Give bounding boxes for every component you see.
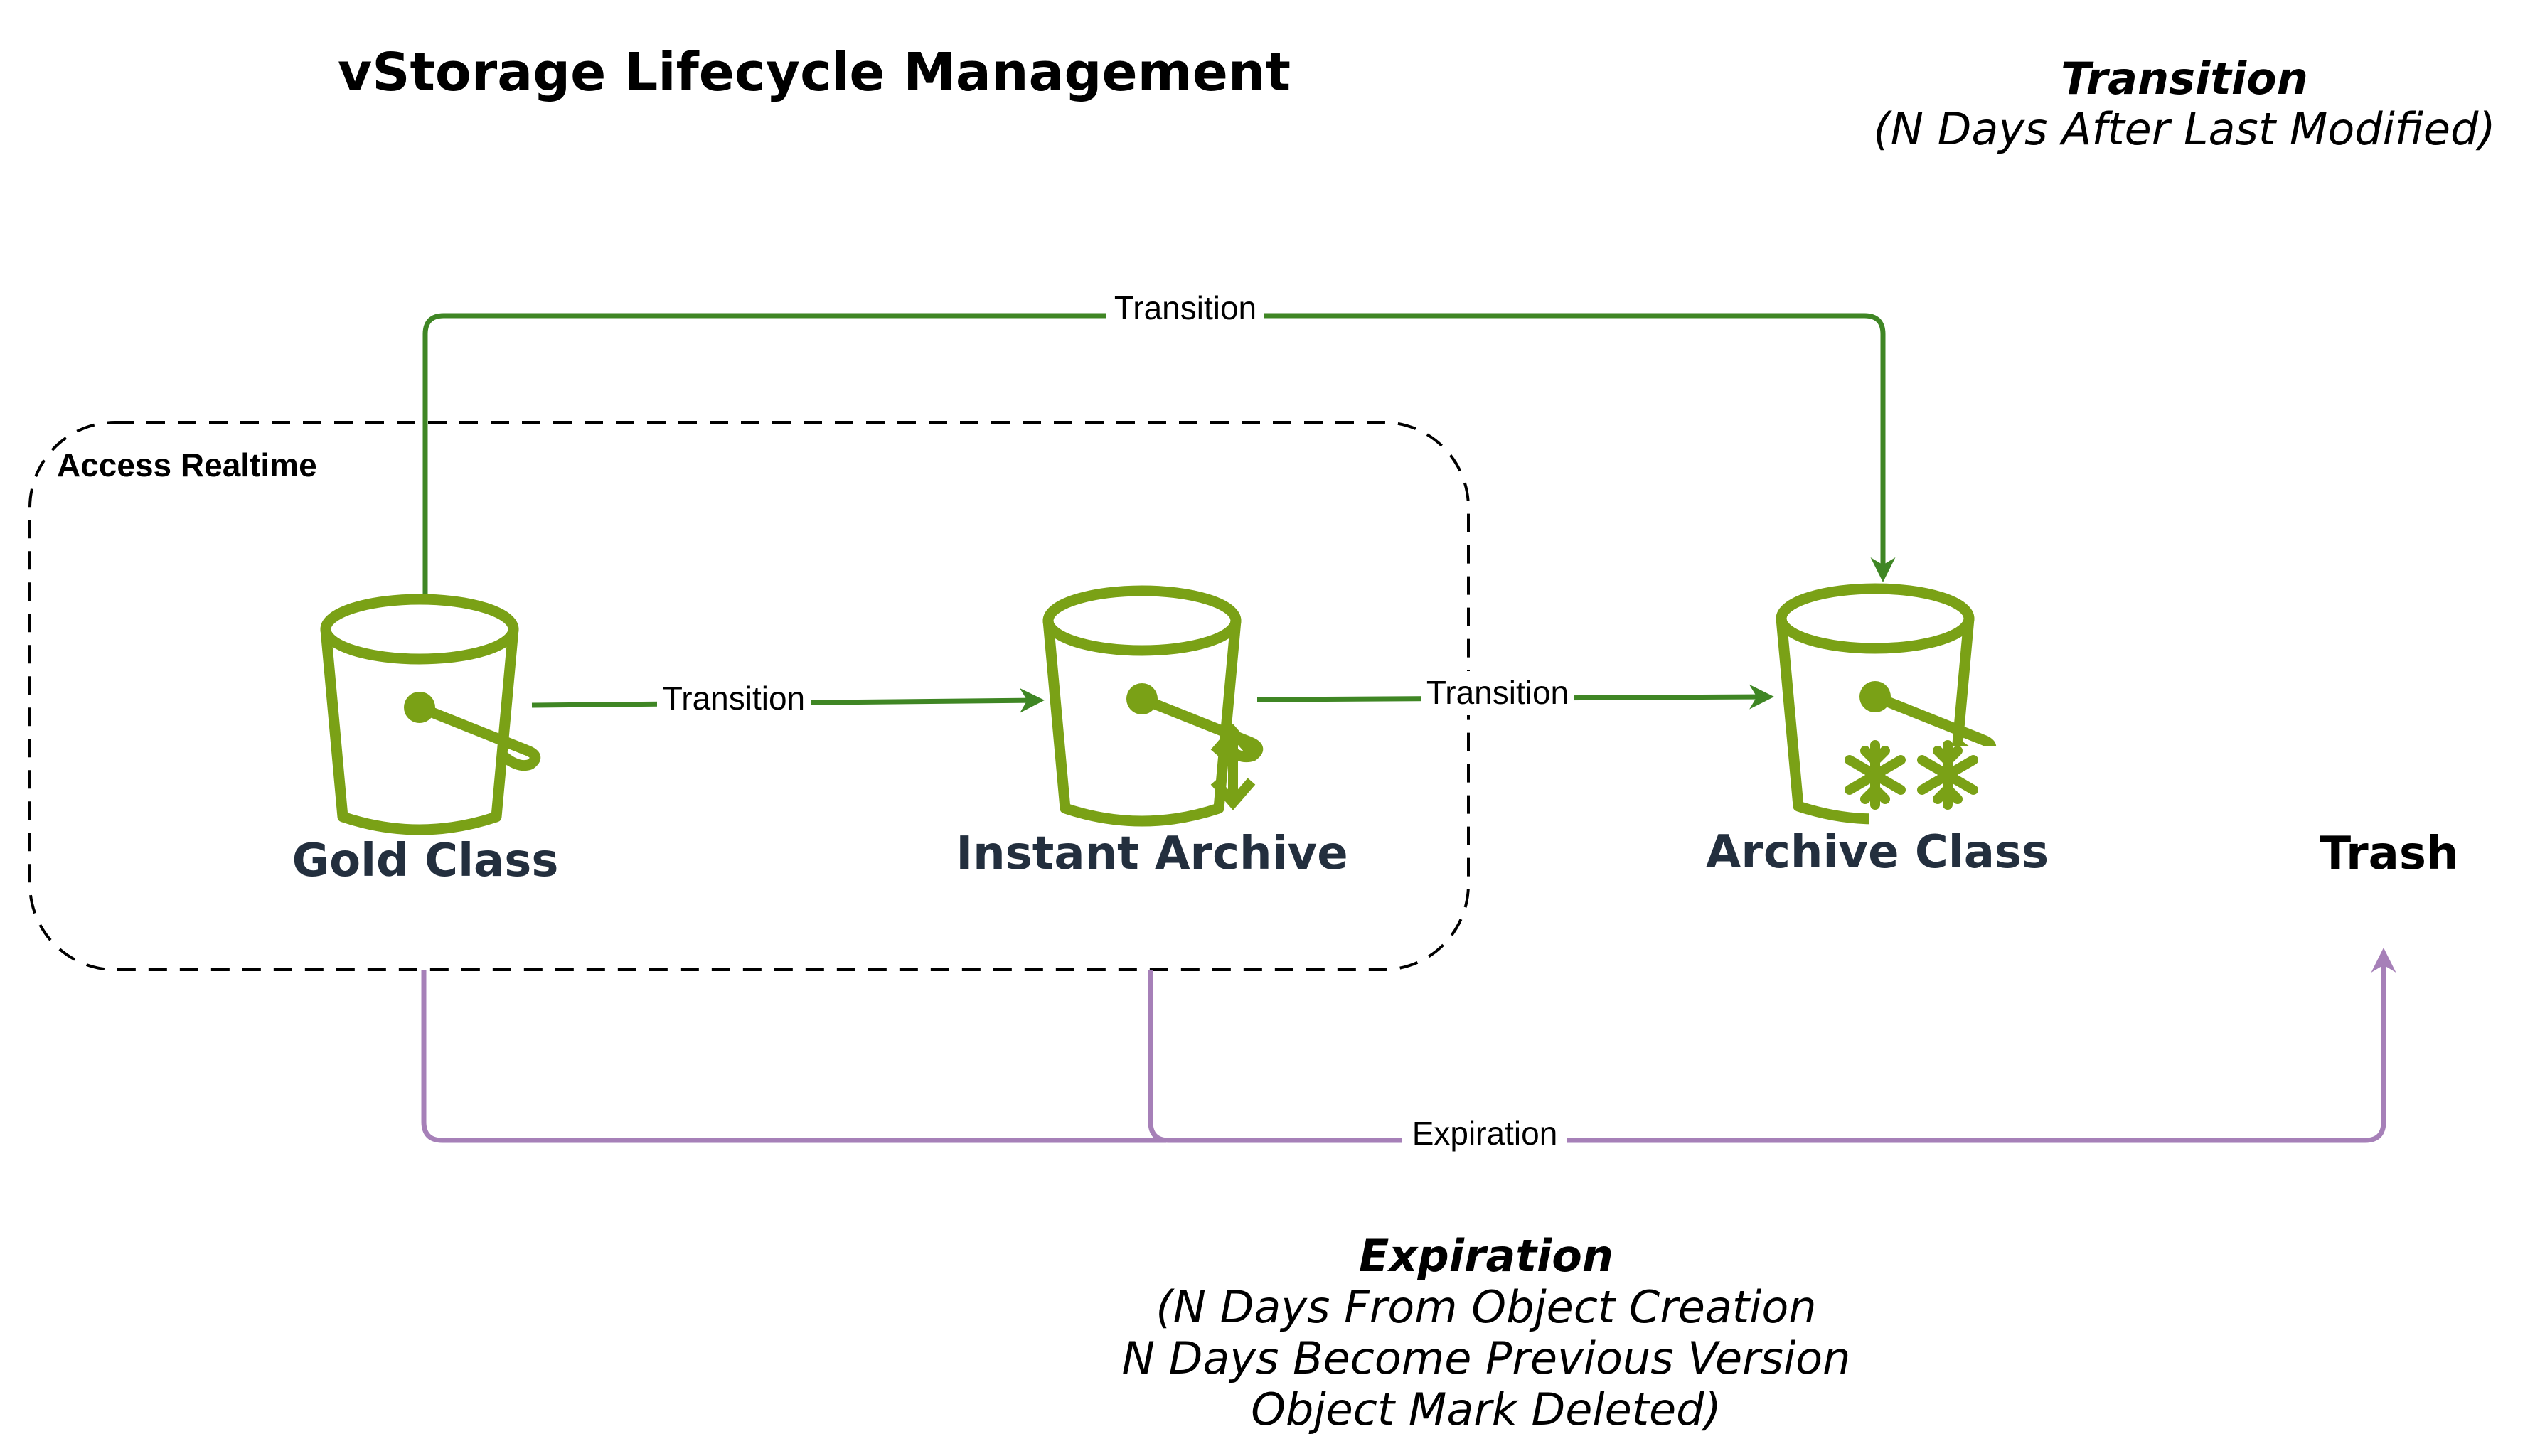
transition-legend: Transition (N Days After Last Modified) [1873, 53, 2495, 155]
edge-label-bg [1421, 671, 1574, 715]
transition-legend-heading: Transition [2061, 53, 2308, 105]
node-gold-class[interactable]: Gold Class [292, 599, 559, 887]
double-arrow-icon [1210, 724, 1256, 810]
node-archive-class[interactable]: Archive Class [1706, 589, 2049, 879]
transition-legend-detail: (N Days After Last Modified) [1873, 103, 2495, 155]
edge-expiration-gold-line [421, 970, 1166, 1143]
gold-class-label: Gold Class [292, 835, 559, 887]
edge-expiration-label: Expiration [1412, 1115, 1558, 1152]
edge-gold-to-archive-label: Transition [1114, 289, 1256, 326]
edge-instant-to-archive-label: Transition [1426, 674, 1569, 711]
node-instant-archive[interactable]: Instant Archive [956, 591, 1348, 880]
expiration-legend-line: (N Days From Object Creation [1156, 1281, 1816, 1333]
expiration-legend-line: N Days Become Previous Version [1122, 1332, 1851, 1384]
diagram-title: vStorage Lifecycle Management [338, 42, 1291, 103]
edge-label-bg [657, 678, 811, 722]
access-realtime-label: Access Realtime [57, 446, 317, 483]
edge-gold-to-archive-line [422, 313, 1896, 596]
expiration-legend-line: Object Mark Deleted) [1251, 1383, 1721, 1435]
bucket-glacier-icon [1781, 589, 2033, 832]
bucket-instant-retrieval-icon [1048, 591, 1258, 821]
node-trash[interactable]: Trash [2320, 828, 2458, 880]
expiration-legend-heading: Expiration [1359, 1230, 1613, 1282]
edge-label-bg [1106, 289, 1264, 333]
trash-label: Trash [2320, 828, 2458, 880]
edge-instant-to-archive[interactable]: Transition [1256, 671, 1774, 715]
edge-gold-to-instant-label: Transition [663, 680, 805, 717]
edge-gold-to-instant[interactable]: Transition [531, 678, 1045, 722]
edge-expiration-instant-line [1148, 948, 2396, 1143]
bucket-icon [326, 599, 535, 830]
edge-label-bg [1402, 1113, 1567, 1157]
edge-gold-to-archive[interactable]: Transition [422, 289, 1896, 596]
access-realtime-group[interactable]: Access Realtime [28, 421, 1470, 971]
expiration-legend: Expiration (N Days From Object Creation … [1122, 1230, 1851, 1435]
instant-archive-label: Instant Archive [956, 828, 1348, 880]
edge-expiration[interactable]: Expiration [421, 948, 2396, 1157]
access-realtime-border [28, 421, 1470, 971]
archive-class-label: Archive Class [1706, 826, 2049, 879]
